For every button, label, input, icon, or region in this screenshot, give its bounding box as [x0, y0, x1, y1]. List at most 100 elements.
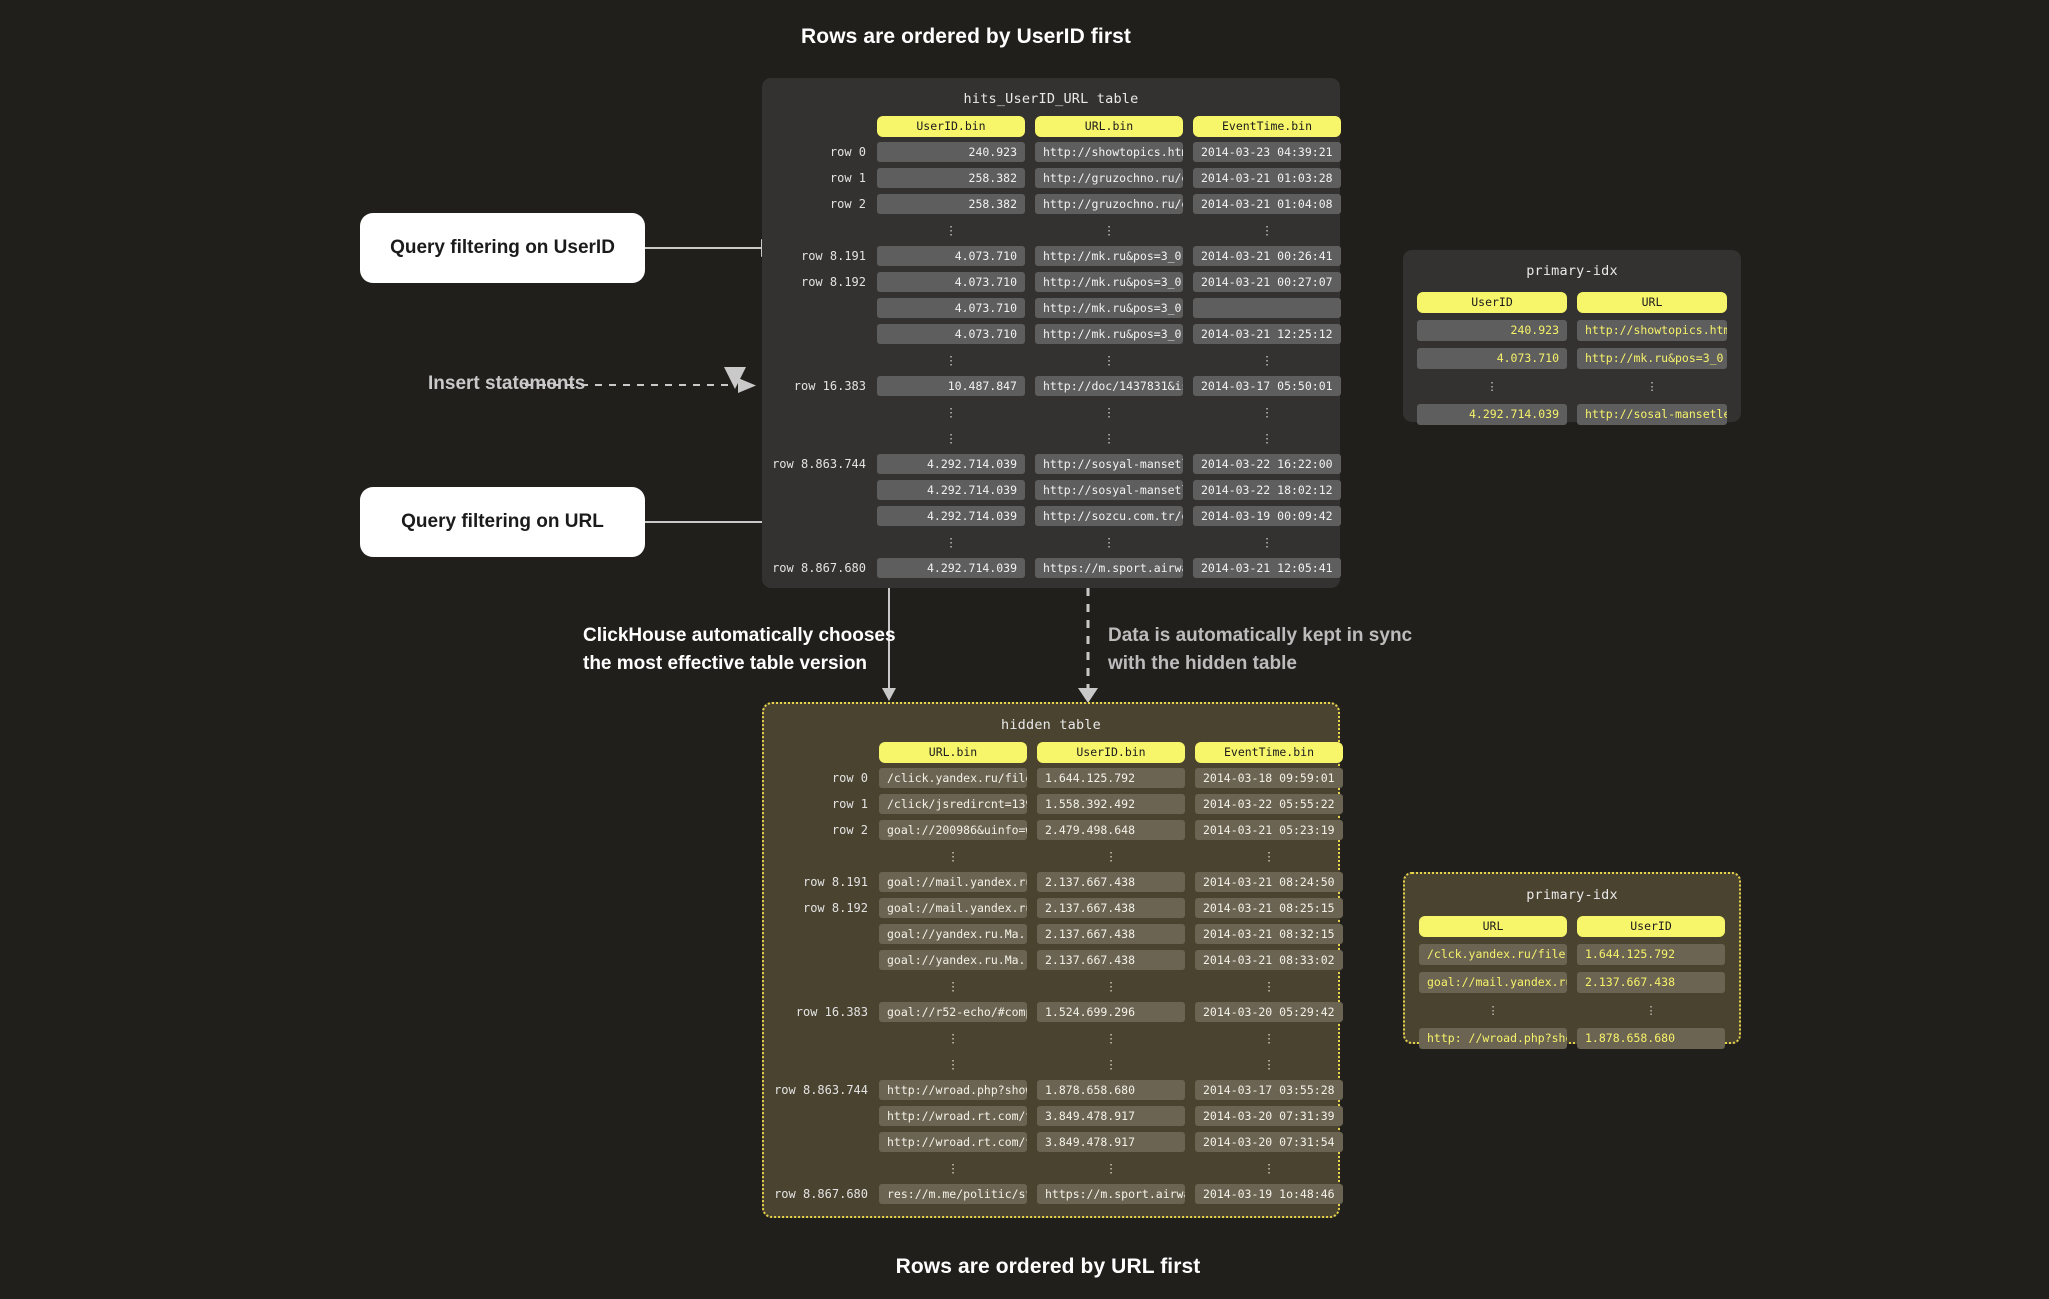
index-cell: http://mk.ru&pos=3_0 [1577, 348, 1727, 369]
ellipsis-marker: ⋮ [1261, 431, 1273, 445]
table-cell: 1.878.658.680 [1037, 1080, 1185, 1100]
note-sync: Data is automatically kept in sync with … [1108, 625, 1413, 674]
index-row: 4.292.714.039http://sosal-mansetleri... [1403, 404, 1741, 425]
table-cell: 2014-03-21 01:03:28 [1193, 168, 1341, 188]
table-cell [1193, 298, 1341, 318]
ellipsis-marker: ⋮ [947, 1057, 959, 1071]
row-label: row 0 [831, 771, 868, 785]
table-cell: 2.137.667.438 [1037, 898, 1185, 918]
table-row: row 8.867.680res://m.me/politic/stati...… [764, 1184, 1343, 1204]
hidden-table-title: hidden table [1001, 717, 1101, 733]
table-cell: http://showtopics.html%3... [1035, 142, 1183, 162]
table-cell: https://m.sport.airway/? [1037, 1184, 1185, 1204]
table-cell: http://gruzochno.ru/ekat... [1035, 194, 1183, 214]
table-cell: http://mk.ru&pos=3_0 [1035, 324, 1183, 344]
table-cell: 2014-03-18 09:59:01 [1195, 768, 1343, 788]
ellipsis-marker: ⋮ [1105, 1161, 1117, 1175]
table-cell: goal://200986&uinfo=wn-1... [879, 820, 1027, 840]
ellipsis-marker: ⋮ [1645, 1003, 1657, 1017]
table-cell: 3.849.478.917 [1037, 1106, 1185, 1126]
top-caption: Rows are ordered by UserID first [801, 25, 1131, 48]
ellipsis-marker: ⋮ [1487, 1003, 1499, 1017]
table-cell: 2014-03-22 18:02:12 [1193, 480, 1341, 500]
row-label: row 8.192 [802, 901, 868, 915]
table-cell: 4.292.714.039 [877, 454, 1025, 474]
primary-idx-bottom-title: primary-idx [1526, 887, 1618, 903]
ellipsis-marker: ⋮ [1103, 405, 1115, 419]
table-row: row 8.192goal://mail.yandex.ru/Ma...2.13… [764, 898, 1343, 918]
row-label: row 2 [829, 197, 866, 211]
ellipsis-marker: ⋮ [945, 353, 957, 367]
table-ellipsis-row: ⋮⋮⋮ [762, 428, 1340, 448]
row-label: row 8.192 [800, 275, 866, 289]
callout-query-userid[interactable]: Query filtering on UserID [360, 213, 645, 283]
row-label: row 8.191 [802, 875, 868, 889]
table-cell: 2014-03-19 1o:48:46 [1195, 1184, 1343, 1204]
ellipsis-marker: ⋮ [1263, 849, 1275, 863]
row-label: row 8.191 [800, 249, 866, 263]
column-header: EventTime.bin [1193, 115, 1341, 137]
primary-idx-top-title: primary-idx [1526, 263, 1618, 279]
table-ellipsis-row: ⋮⋮⋮ [764, 846, 1338, 866]
insert-statements-label: Insert statements [428, 373, 586, 394]
table-cell: 1.558.392.492 [1037, 794, 1185, 814]
table-row: row 0 240.923 http://showtopics.html%3... 2… [762, 142, 1341, 162]
table-cell: http://sosyal-mansetleri... [1035, 480, 1183, 500]
ellipsis-marker: ⋮ [945, 223, 957, 237]
row-label: row 8.863.744 [772, 457, 866, 471]
ellipsis-marker: ⋮ [1263, 1031, 1275, 1045]
table-cell: http://mk.ru&pos=3_0 [1035, 246, 1183, 266]
main-table-title: hits_UserID_URL table [963, 91, 1139, 107]
table-cell: goal://mail.yandex.ru/Ma... [879, 872, 1027, 892]
table-cell: 240.923 [877, 142, 1025, 162]
index-row: goal://mail.yandex.ru/Ma...2.137.667.438 [1405, 972, 1739, 993]
table-cell: http://sosyal-mansetleri... [1035, 454, 1183, 474]
index-column-header: UserID [1417, 292, 1567, 313]
table-cell: http://doc/1437831&is_mo... [1035, 376, 1183, 396]
table-cell: 2014-03-17 03:55:28 [1195, 1080, 1343, 1100]
table-cell: http://wroad.rt.com/tr/... [879, 1132, 1027, 1152]
ellipsis-marker: ⋮ [1105, 1057, 1117, 1071]
table-cell: 2.137.667.438 [1037, 950, 1185, 970]
table-cell: 2014-03-21 05:23:19 [1195, 820, 1343, 840]
index-row: /clck.yandex.ru/file.com...1.644.125.792 [1405, 944, 1739, 965]
table-cell: 4.073.710 [877, 246, 1025, 266]
ellipsis-marker: ⋮ [1261, 535, 1273, 549]
table-cell: 2014-03-21 00:26:41 [1193, 246, 1341, 266]
row-label: row 8.867.680 [774, 1187, 868, 1201]
callout-query-url[interactable]: Query filtering on URL [360, 487, 645, 557]
table-cell: 2014-03-21 08:25:15 [1195, 898, 1343, 918]
table-cell: 2014-03-21 12:25:12 [1193, 324, 1341, 344]
index-cell: 1.644.125.792 [1577, 944, 1725, 965]
table-cell: 2014-03-23 04:39:21 [1193, 142, 1341, 162]
ellipsis-marker: ⋮ [1103, 353, 1115, 367]
table-cell: 2014-03-21 00:27:07 [1193, 272, 1341, 292]
row-label: row 16.383 [795, 1005, 868, 1019]
index-row: 240.923http://showtopics.html%3... [1403, 320, 1741, 341]
table-cell: 2014-03-20 05:29:42 [1195, 1002, 1343, 1022]
row-label: row 0 [829, 145, 866, 159]
table-cell: 2014-03-19 00:09:42 [1193, 506, 1341, 526]
ellipsis-marker: ⋮ [945, 431, 957, 445]
table-ellipsis-row: ⋮⋮⋮ [764, 1054, 1338, 1074]
table-cell: 4.073.710 [877, 324, 1025, 344]
table-cell: 2.137.667.438 [1037, 872, 1185, 892]
table-cell: 10.487.847 [877, 376, 1025, 396]
table-cell: 4.292.714.039 [877, 480, 1025, 500]
index-row: http: //wroad.php?show/7...1.878.658.680 [1405, 1028, 1739, 1049]
table-cell: 2014-03-21 12:05:41 [1193, 558, 1341, 578]
ellipsis-marker: ⋮ [1486, 379, 1498, 393]
index-cell: 240.923 [1417, 320, 1567, 341]
table-cell: 4.073.710 [877, 272, 1025, 292]
row-label: row 8.863.744 [774, 1083, 868, 1097]
table-ellipsis-row: ⋮⋮⋮ [764, 1158, 1338, 1178]
